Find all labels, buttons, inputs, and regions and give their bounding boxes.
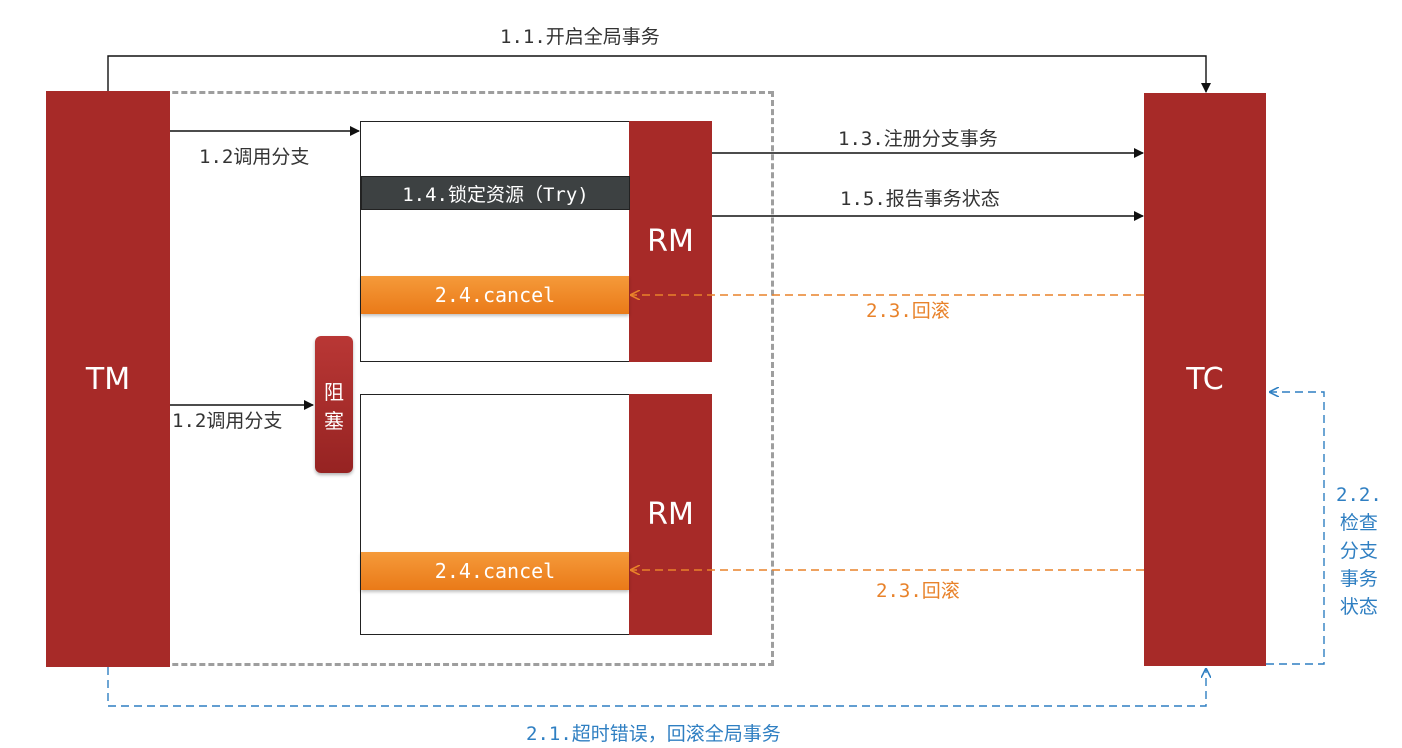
label-register-branch: 1.3.注册分支事务 [838, 128, 998, 150]
check-line-1: 2.2. [1336, 484, 1382, 506]
tm-label: TM [85, 361, 131, 397]
check-line-3: 分支 [1339, 540, 1378, 562]
cancel-bar-bottom: 2.4.cancel [361, 552, 629, 590]
label-timeout-rollback: 2.1.超时错误，回滚全局事务 [526, 723, 781, 745]
rm-block-bottom: RM [629, 394, 712, 635]
tc-block: TC [1144, 93, 1266, 666]
tm-block: TM [46, 91, 170, 667]
label-call-branch-top: 1.2调用分支 [199, 146, 310, 168]
label-begin-global: 1.1.开启全局事务 [500, 26, 660, 48]
arrow-begin-global [107, 55, 1211, 93]
label-check-branch: 2.2. 检查 分支 事务 状态 [1336, 481, 1382, 621]
label-call-branch-bottom: 1.2调用分支 [172, 410, 283, 432]
rm-label-bottom: RM [647, 497, 694, 532]
tc-label: TC [1186, 362, 1224, 397]
blocking-char-1: 阻 [324, 379, 344, 404]
lock-resource-bar: 1.4.锁定资源（Try) [361, 176, 630, 210]
cancel-label-bottom: 2.4.cancel [434, 559, 556, 583]
label-rollback-top: 2.3.回滚 [866, 300, 950, 322]
check-line-5: 状态 [1339, 596, 1378, 618]
cancel-label-top: 2.4.cancel [434, 283, 556, 307]
rm-label-top: RM [647, 224, 694, 259]
rm-block-top: RM [629, 121, 712, 362]
check-line-4: 事务 [1339, 568, 1378, 590]
arrow-check-branch [1266, 392, 1325, 665]
blocking-block: 阻 塞 [315, 336, 353, 473]
arrow-timeout-rollback [107, 667, 1206, 707]
label-rollback-bottom: 2.3.回滚 [876, 580, 960, 602]
blocking-char-2: 塞 [324, 408, 344, 433]
check-line-2: 检查 [1339, 512, 1378, 534]
cancel-bar-top: 2.4.cancel [361, 276, 629, 314]
lock-resource-label: 1.4.锁定资源（Try) [402, 183, 589, 206]
label-report-status: 1.5.报告事务状态 [840, 188, 1000, 210]
